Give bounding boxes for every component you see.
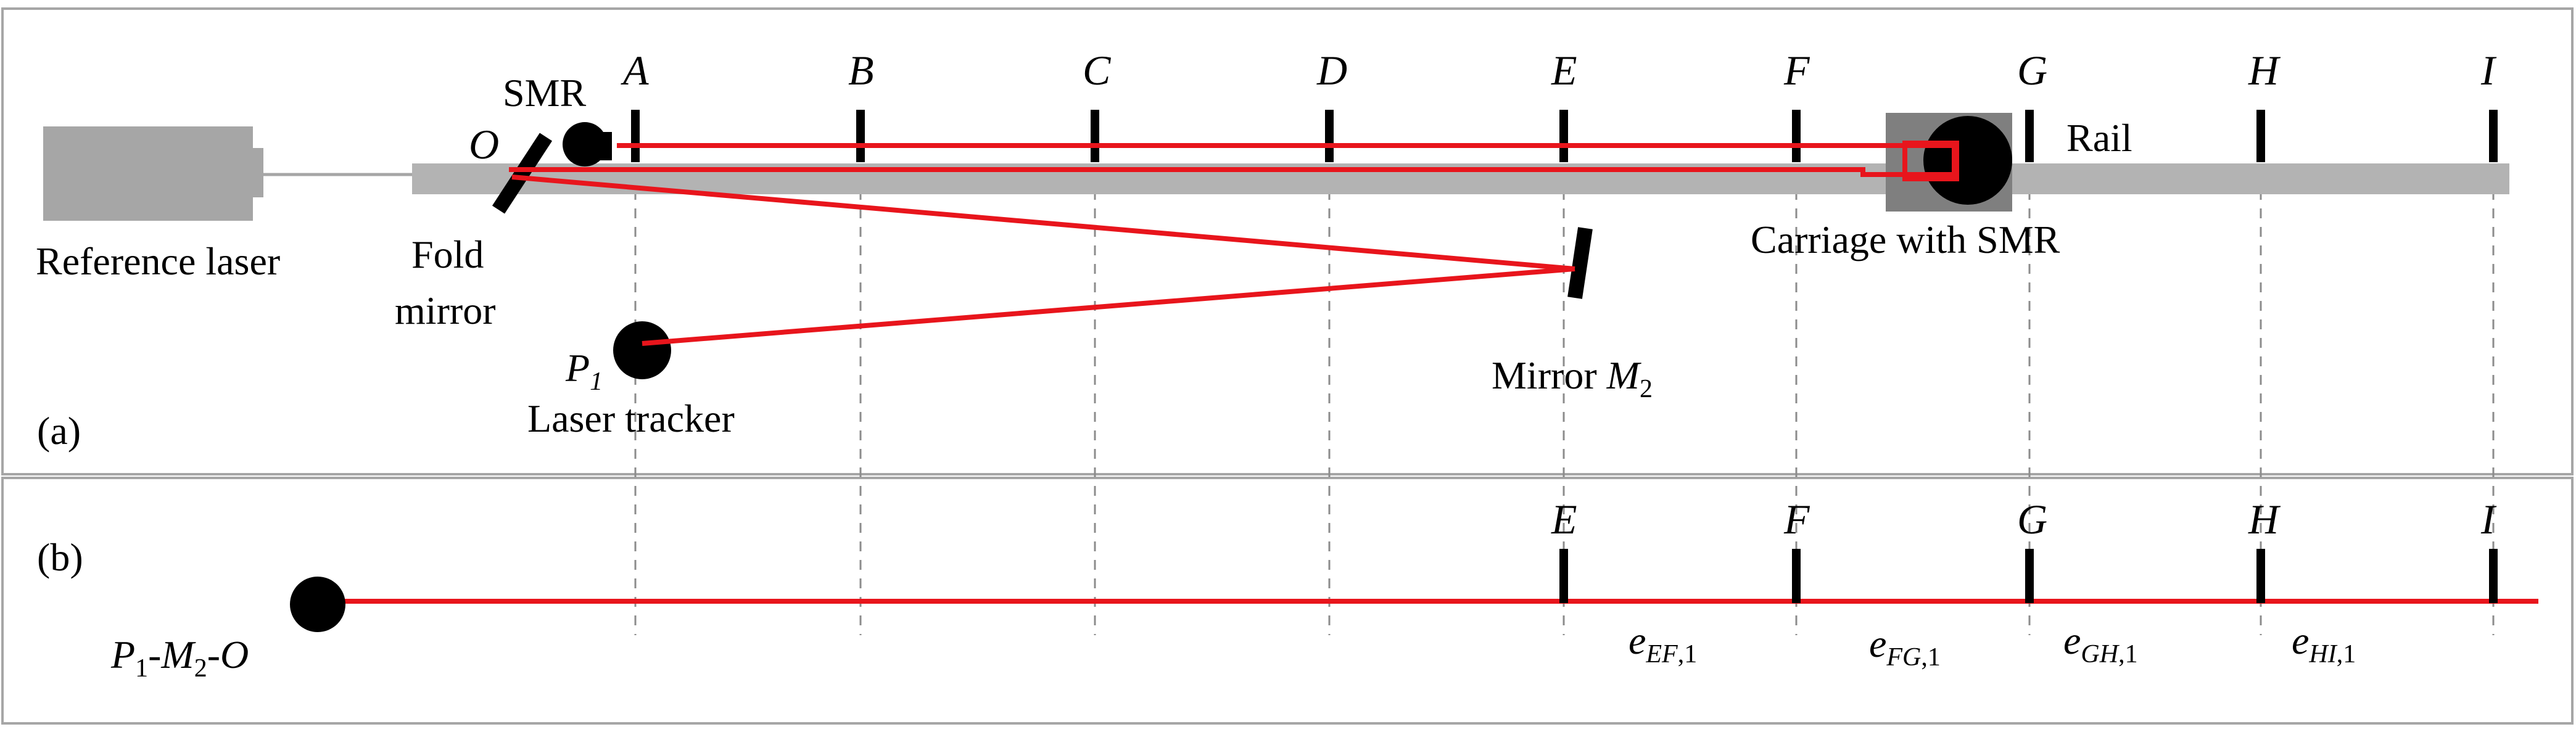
carriage-smr xyxy=(1923,116,2012,205)
panel-b-frame xyxy=(1,477,2574,725)
beam-paths xyxy=(509,143,1957,346)
fold-mirror-label-line1: Fold xyxy=(411,232,484,276)
station-marker-b-f xyxy=(1792,549,1801,603)
beam-fold-to-m2 xyxy=(511,175,1575,271)
station-label-b-g: G xyxy=(2017,496,2047,543)
smr-ball xyxy=(563,122,607,167)
station-label-b-f: F xyxy=(1783,496,1810,543)
station-label-i: I xyxy=(2480,47,2497,94)
station-marker-e xyxy=(1559,110,1568,162)
station-markers-a xyxy=(631,110,2498,162)
station-label-c: C xyxy=(1083,47,1111,94)
station-label-g: G xyxy=(2017,47,2047,94)
station-marker-i xyxy=(2489,110,2498,162)
station-label-e: E xyxy=(1551,47,1577,94)
station-label-b-h: H xyxy=(2248,496,2281,543)
smr-holder xyxy=(598,132,612,160)
station-label-b-i: I xyxy=(2480,496,2497,543)
station-marker-b-g xyxy=(2025,549,2034,603)
laser-tracker-label: Laser tracker xyxy=(527,397,735,440)
mirror-m2-label: Mirror M2 xyxy=(1492,353,1653,403)
station-marker-b-h xyxy=(2256,549,2265,603)
reference-laser-aperture xyxy=(250,148,263,197)
station-label-b: B xyxy=(848,47,874,94)
error-label-hi: eHI,1 xyxy=(2292,619,2356,668)
station-label-a: A xyxy=(621,47,649,94)
station-labels-b: E F G H I xyxy=(1551,496,2497,543)
station-marker-b xyxy=(856,110,865,162)
origin-point xyxy=(290,577,345,632)
error-label-ef: eEF,1 xyxy=(1629,619,1697,668)
error-label-fg: eFG,1 xyxy=(1869,622,1941,672)
rail-label: Rail xyxy=(2066,116,2132,160)
station-label-f: F xyxy=(1783,47,1810,94)
station-marker-c xyxy=(1091,110,1099,162)
station-marker-f xyxy=(1792,110,1801,162)
smr-label: SMR xyxy=(503,71,587,115)
laser-tracker xyxy=(613,321,671,379)
station-label-b-e: E xyxy=(1551,496,1577,543)
carriage-smr-target xyxy=(1902,141,1959,181)
station-marker-g xyxy=(2025,110,2034,162)
station-labels-a: A B C D E F G H I xyxy=(621,47,2497,94)
station-marker-h xyxy=(2256,110,2265,162)
station-marker-b-e xyxy=(1559,549,1568,603)
panel-b-label: (b) xyxy=(37,535,83,579)
beam-m2-to-tracker xyxy=(642,266,1575,346)
beam-smr-to-carriage xyxy=(509,143,1957,177)
point-o-label: O xyxy=(469,121,499,168)
station-marker-a xyxy=(631,110,640,162)
carriage-label: Carriage with SMR xyxy=(1751,218,2060,261)
station-markers-b xyxy=(1559,549,2498,603)
station-label-d: D xyxy=(1316,47,1347,94)
station-marker-d xyxy=(1325,110,1334,162)
fold-mirror-label-line2: mirror xyxy=(395,289,496,332)
origin-label: P1-M2-O xyxy=(110,633,249,683)
panel-a-frame xyxy=(1,7,2574,475)
station-label-h: H xyxy=(2248,47,2281,94)
reference-laser-body xyxy=(43,126,253,221)
panel-a-label: (a) xyxy=(37,409,81,453)
mirror-m2 xyxy=(1567,227,1593,299)
reference-laser-label: Reference laser xyxy=(36,239,280,283)
fold-mirror xyxy=(492,133,553,214)
tracker-symbol-label: P1 xyxy=(565,346,603,396)
station-marker-b-i xyxy=(2489,549,2498,603)
error-label-gh: eGH,1 xyxy=(2063,619,2138,668)
